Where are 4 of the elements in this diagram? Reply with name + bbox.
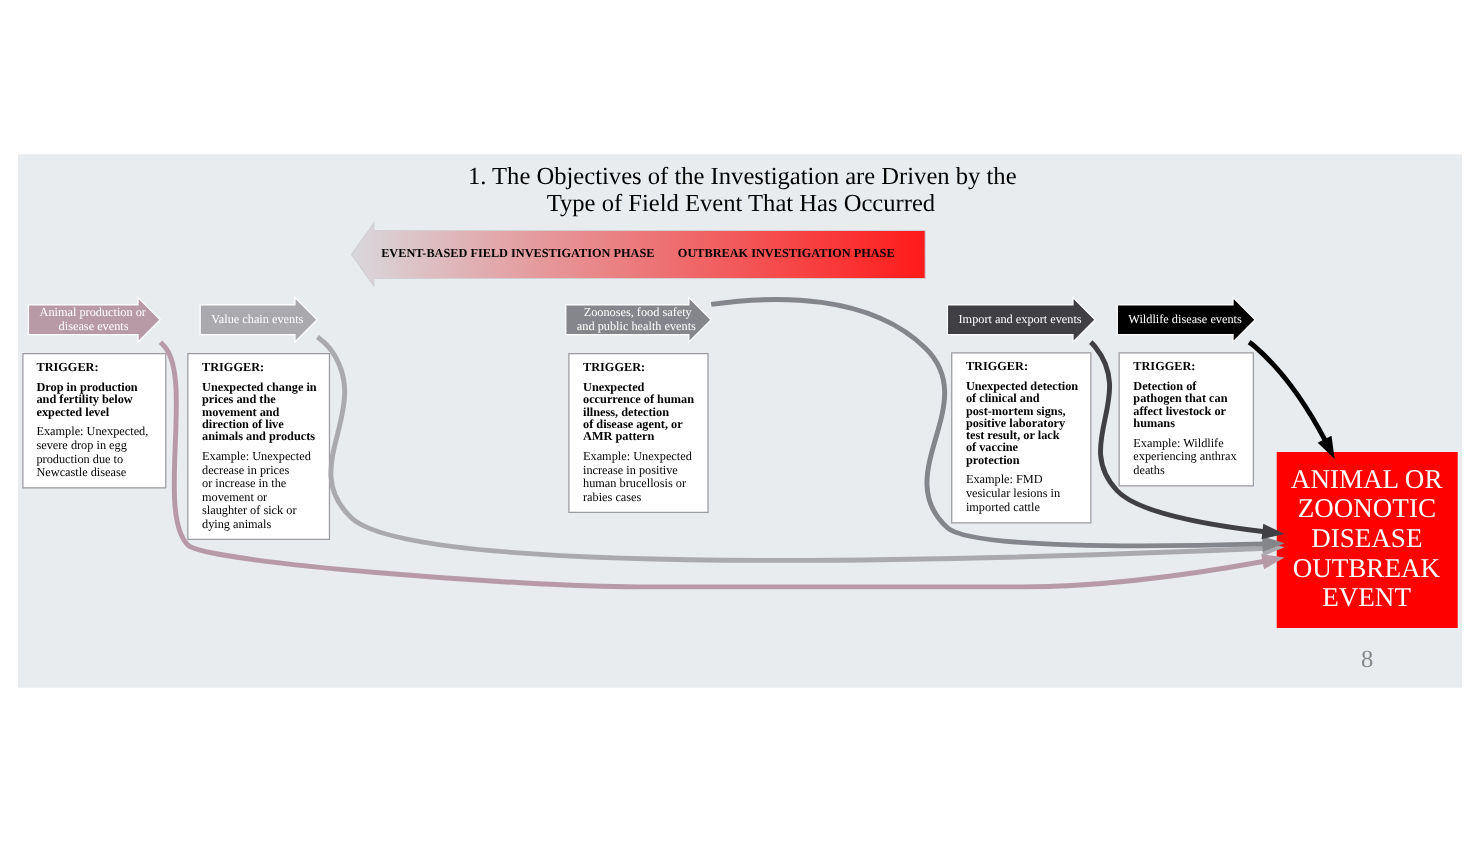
label: 8 bbox=[1360, 644, 1373, 673]
node-box: ANIMAL OR ZOONOTIC DISEASE OUTBREAK EVENT bbox=[1275, 452, 1457, 629]
diagram-title: 1. The Objectives of the Investigation are Driven by the Type of Field Event That Has Occurred bbox=[466, 161, 1016, 217]
arrow bbox=[1246, 340, 1334, 460]
